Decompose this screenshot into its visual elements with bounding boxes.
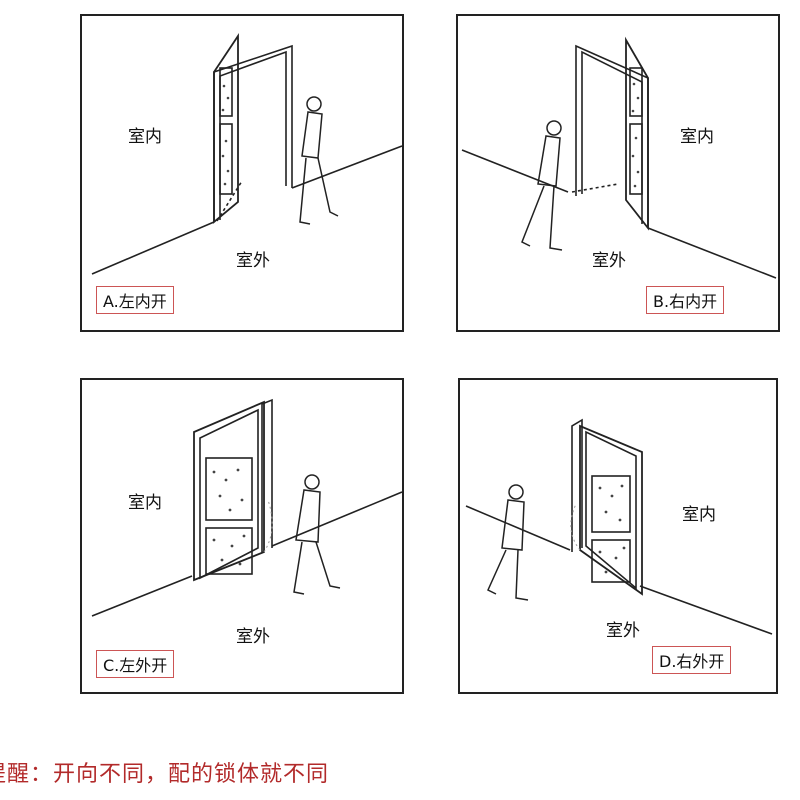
caption-tag: D.右外开 — [652, 646, 732, 674]
person-icon — [487, 484, 529, 601]
outdoor-label: 室外 — [236, 251, 270, 271]
panel-b-drawing — [461, 36, 777, 279]
indoor-label: 室内 — [682, 505, 716, 525]
panel-b: 室内 室外 B.右内开 — [456, 14, 780, 332]
caption-tag: B.右内开 — [646, 286, 725, 314]
panel-c-drawing — [91, 398, 403, 617]
caption-tag: C.左外开 — [96, 650, 175, 678]
panel-d-drawing — [465, 418, 773, 635]
panel-a: 室内 室外 A.左内开 — [80, 14, 404, 332]
panel-d: 室内 室外 D.右外开 — [458, 378, 778, 694]
indoor-label: 室内 — [680, 127, 714, 147]
person-icon — [299, 96, 339, 225]
reminder-note: 提醒：开向不同，配的锁体就不同 — [0, 762, 330, 787]
outdoor-label: 室外 — [592, 251, 626, 271]
person-icon — [521, 120, 563, 251]
indoor-label: 室内 — [128, 493, 162, 513]
outdoor-label: 室外 — [236, 627, 270, 647]
panel-a-drawing — [91, 33, 403, 275]
panel-c: 室内 室外 C.左外开 — [80, 378, 404, 694]
outdoor-label: 室外 — [606, 621, 640, 641]
caption-tag: A.左内开 — [96, 286, 174, 314]
indoor-label: 室内 — [128, 127, 162, 147]
person-icon — [293, 474, 341, 595]
